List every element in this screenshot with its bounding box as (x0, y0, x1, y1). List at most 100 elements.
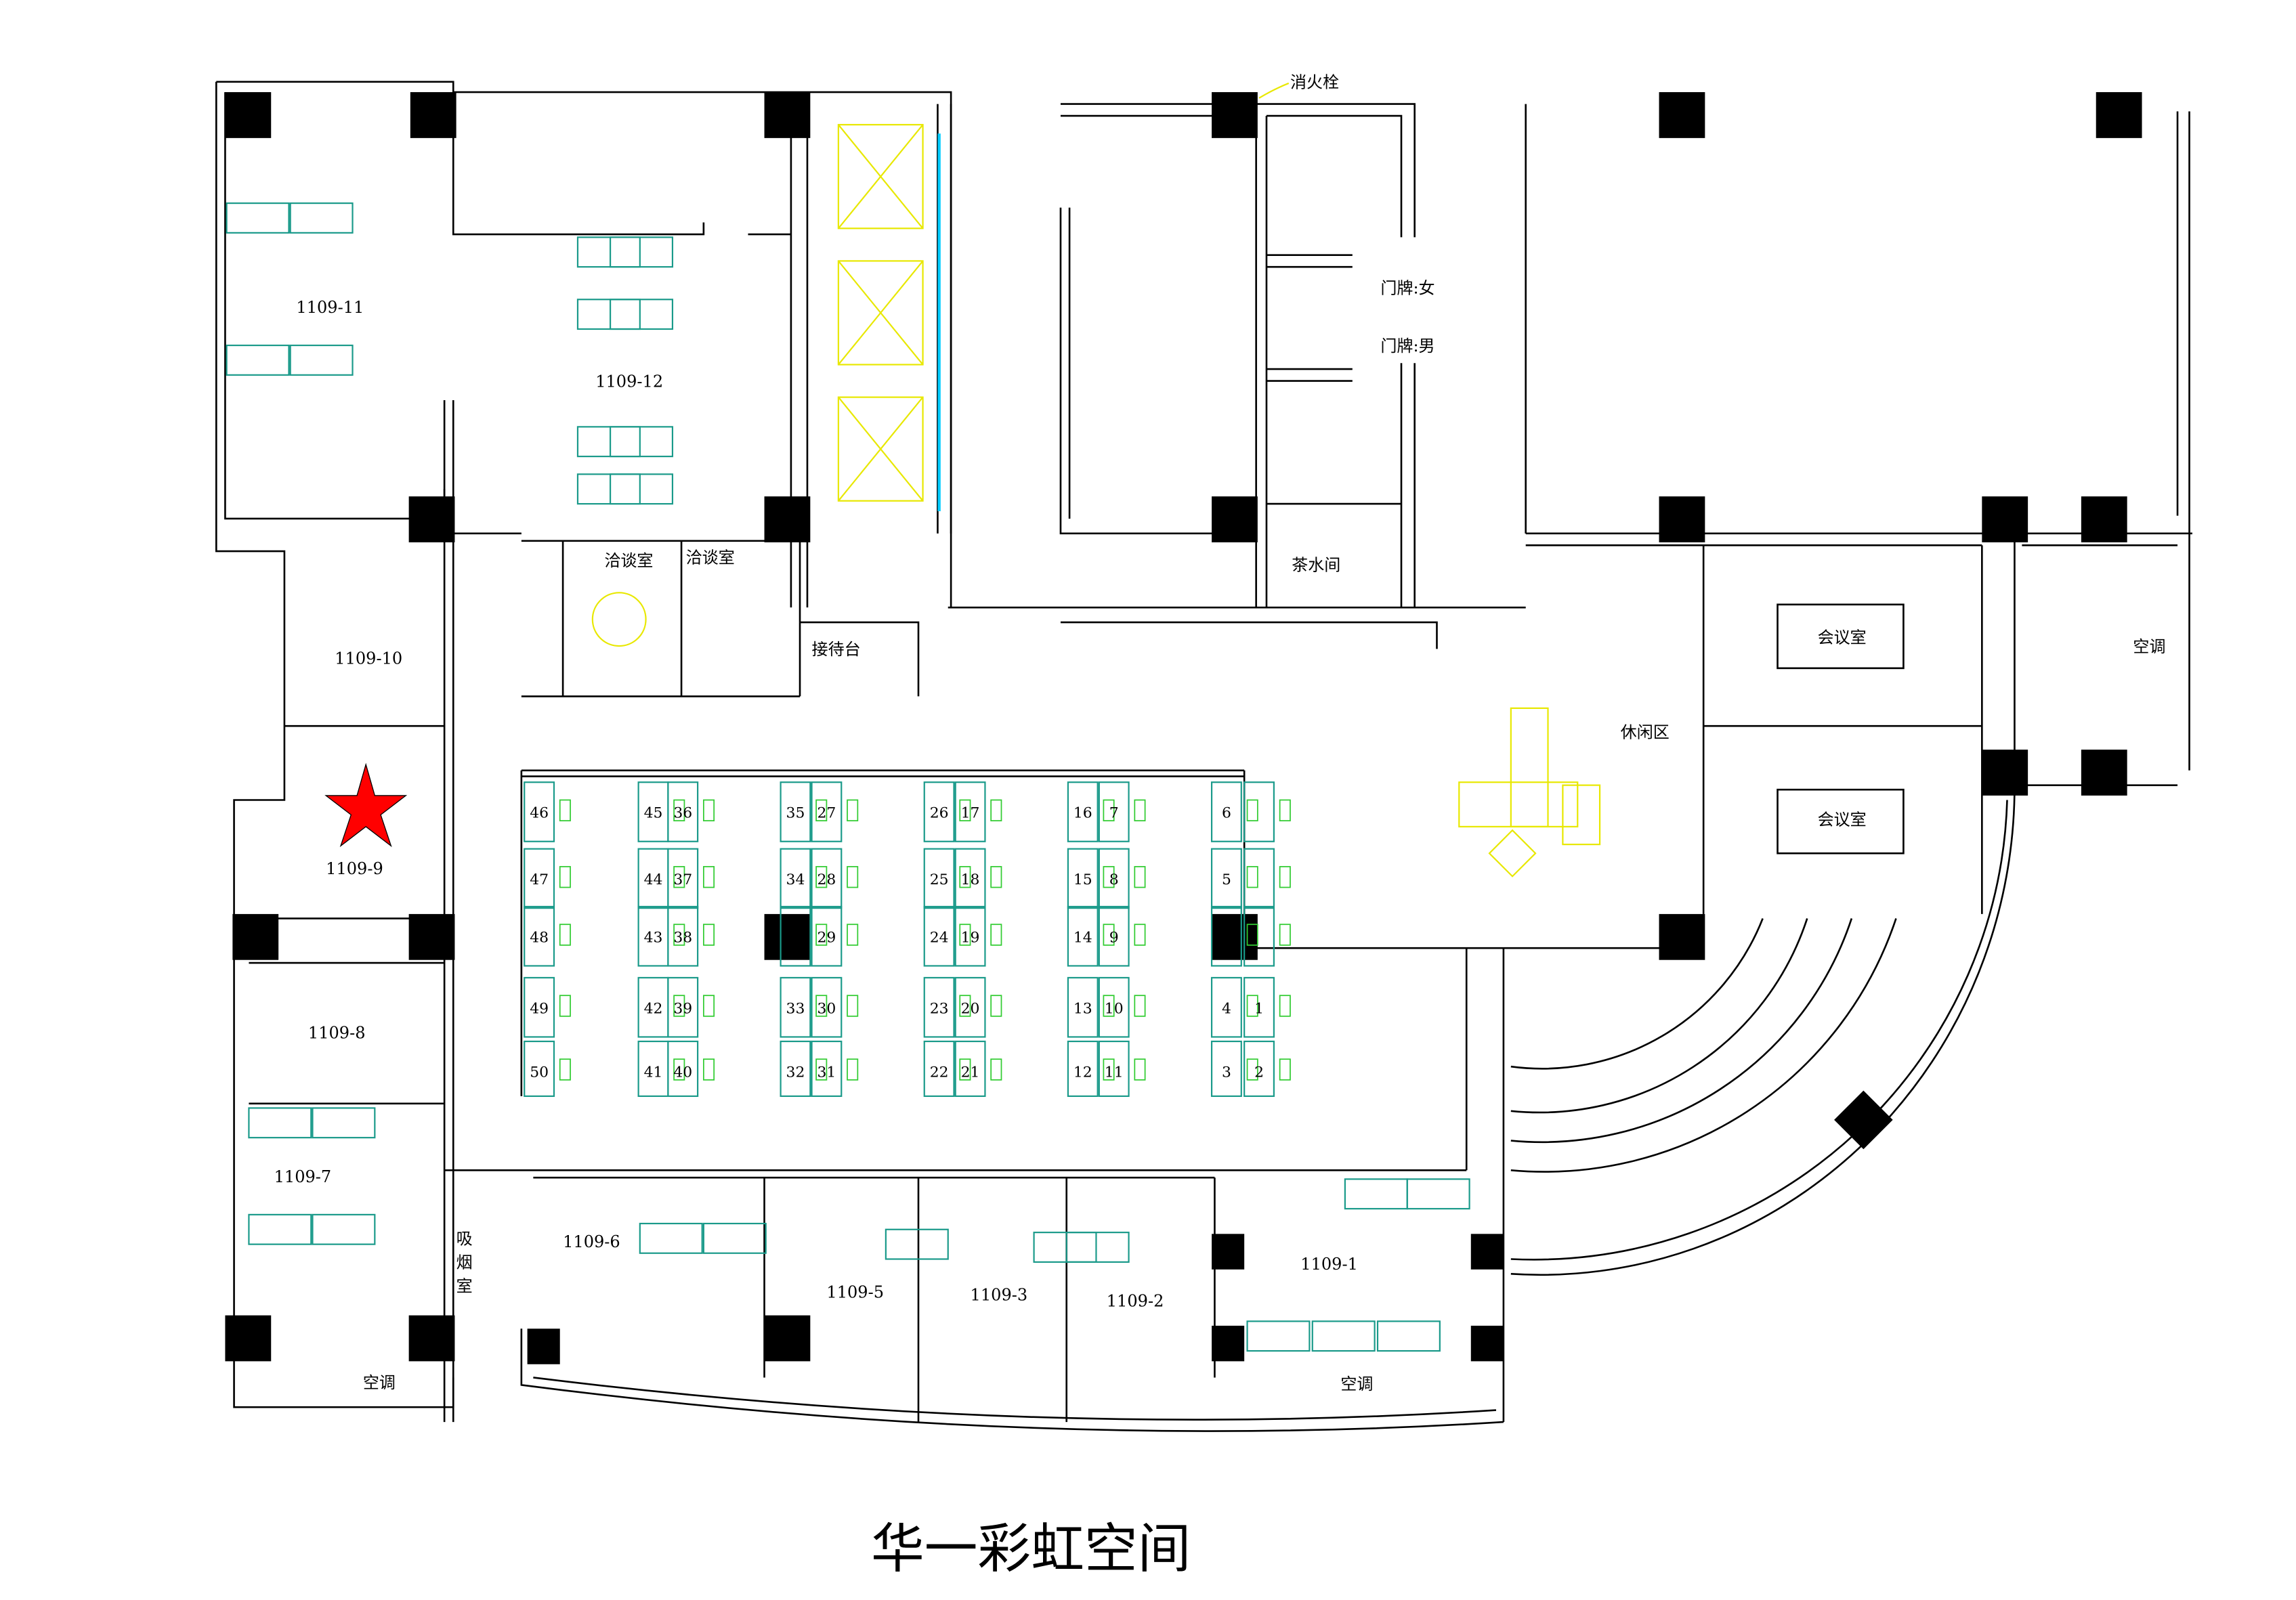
chair (559, 995, 571, 1017)
desk (1033, 1232, 1097, 1263)
chair (847, 799, 859, 821)
desk-number: 35 (786, 805, 805, 822)
desk-number: 49 (530, 1000, 549, 1017)
desk (1098, 848, 1130, 909)
desk-number: 5 (1222, 871, 1231, 888)
desk-number: 26 (930, 805, 949, 822)
chair (1279, 799, 1291, 821)
chair (815, 866, 828, 888)
annotation-sign-male: 门牌:男 (1380, 337, 1434, 355)
room-label-1109-7: 1109-7 (274, 1167, 332, 1186)
desk (667, 976, 699, 1038)
desk-number: 46 (530, 805, 549, 822)
pillar (408, 496, 455, 542)
room-label-1109-1: 1109-1 (1300, 1255, 1358, 1274)
desk-number: 27 (817, 805, 836, 822)
chair (1103, 924, 1115, 946)
desk-number: 39 (673, 1000, 692, 1017)
desk (885, 1228, 949, 1260)
desk (226, 202, 290, 234)
chair (990, 866, 1002, 888)
desk (667, 781, 699, 842)
desk-number: 15 (1073, 871, 1092, 888)
desk-number: 12 (1073, 1064, 1092, 1081)
desk-number: 13 (1073, 1000, 1092, 1017)
desk (811, 976, 843, 1038)
desk-number: 16 (1073, 805, 1092, 822)
desk (226, 344, 290, 376)
desk-number: 20 (961, 1000, 980, 1017)
desk (1067, 1040, 1099, 1098)
desk-number: 11 (1105, 1064, 1124, 1081)
pillar (1659, 496, 1705, 542)
desk-number: 25 (930, 871, 949, 888)
chair (959, 995, 971, 1017)
desk-number: 34 (786, 871, 805, 888)
chair (1279, 866, 1291, 888)
pillar (225, 1315, 272, 1362)
chair (1279, 924, 1291, 946)
desk (1210, 848, 1242, 909)
desk-number: 36 (673, 805, 692, 822)
chair (815, 995, 828, 1017)
desk-number: 48 (530, 929, 549, 946)
desk (1098, 781, 1130, 842)
chair (673, 924, 685, 946)
room-label-meeting-2: 洽谈室 (686, 548, 735, 567)
desk-number: 24 (930, 929, 949, 946)
desk-number: 2 (1254, 1064, 1264, 1081)
conference-tables (1777, 603, 1905, 855)
chair (847, 924, 859, 946)
chair (1134, 924, 1146, 946)
chair (1279, 1058, 1291, 1081)
pillar (764, 92, 811, 138)
room-label-1109-5: 1109-5 (826, 1282, 884, 1301)
desk-number: 9 (1109, 929, 1119, 946)
pillar (408, 1315, 455, 1362)
desk-number: 42 (644, 1000, 663, 1017)
desk (1210, 781, 1242, 842)
pillar (1470, 1325, 1504, 1362)
pillar (2096, 92, 2142, 138)
chair (847, 995, 859, 1017)
desk (524, 905, 555, 967)
chair (1103, 799, 1115, 821)
room-label-tea-room: 茶水间 (1292, 556, 1340, 575)
desk (1065, 1232, 1130, 1263)
room-label-smoking-1: 吸 (456, 1230, 473, 1249)
desk (811, 848, 843, 909)
desk (954, 781, 986, 842)
chair (702, 1058, 715, 1081)
walls (215, 81, 2192, 1432)
room-label-1109-10: 1109-10 (335, 649, 402, 668)
room-label-smoking-3: 室 (456, 1277, 473, 1296)
desk (312, 1213, 376, 1245)
desk (1406, 1178, 1470, 1210)
room-label-ac-2: 空调 (1340, 1375, 1373, 1393)
desk (923, 781, 955, 842)
chair (815, 799, 828, 821)
desk (780, 781, 811, 842)
chair (1103, 1058, 1115, 1081)
room-label-conference-1: 会议室 (1818, 628, 1867, 647)
desk (639, 1222, 703, 1254)
desk-number: 3 (1222, 1064, 1231, 1081)
room-label-smoking-2: 烟 (456, 1253, 473, 1272)
desk (1243, 976, 1275, 1038)
desk (954, 1040, 986, 1098)
desk (1243, 1040, 1275, 1098)
desk-numbers: 4647484950454443424136373839403534333227… (530, 805, 1264, 1081)
chair (1103, 866, 1115, 888)
desk-number: 23 (930, 1000, 949, 1017)
pillar (527, 1328, 560, 1364)
chair (673, 995, 685, 1017)
room-label-1109-6: 1109-6 (563, 1232, 620, 1251)
desk (576, 473, 641, 505)
chair (702, 924, 715, 946)
desk-number: 22 (930, 1064, 949, 1081)
pillar (1982, 496, 2028, 542)
chair (702, 799, 715, 821)
chair (815, 1058, 828, 1081)
desk (609, 473, 674, 505)
chair (559, 799, 571, 821)
